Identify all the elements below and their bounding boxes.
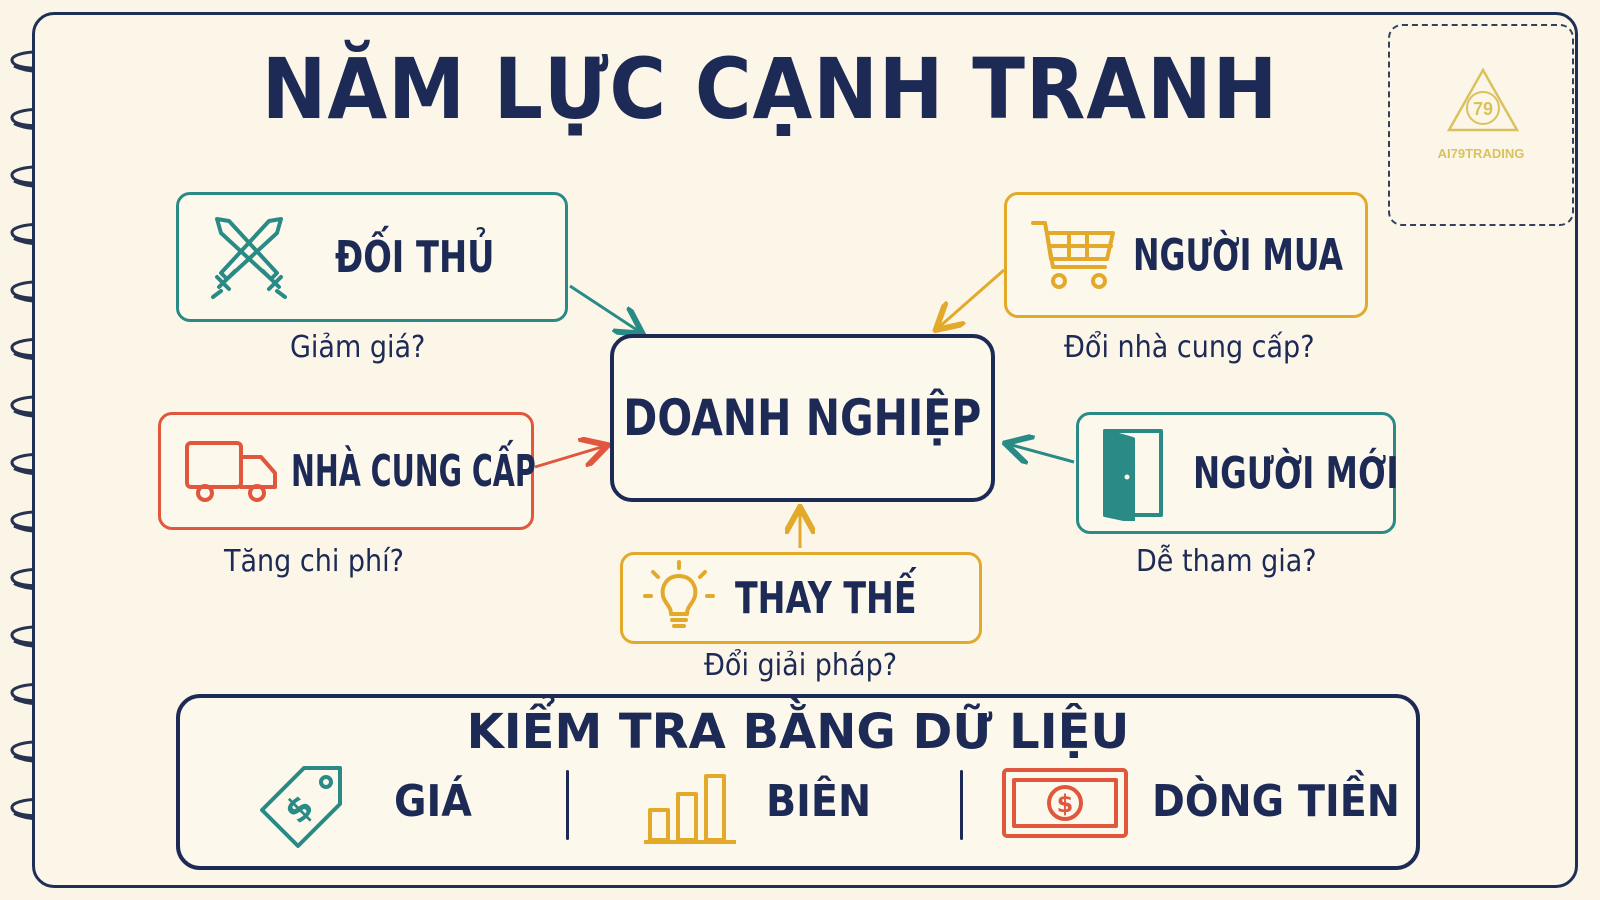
bar-chart-icon xyxy=(644,774,736,844)
force-box-suppliers: NHÀ CUNG CẤP xyxy=(158,412,536,530)
light-bulb-icon xyxy=(643,560,715,628)
force-box-new-entrants: NGƯỜI MỚI xyxy=(1076,412,1399,534)
price-tag-icon: $ xyxy=(260,766,342,848)
shopping-cart-icon xyxy=(1031,221,1115,289)
center-business-box: DOANH NGHIỆP xyxy=(610,334,995,502)
crossed-swords-icon xyxy=(211,217,287,299)
delivery-truck-icon xyxy=(185,441,277,502)
force-question-substitutes: Đổi giải pháp? xyxy=(704,648,898,683)
data-check-title: KIỂM TRA BẰNG DỮ LIỆU xyxy=(466,704,1130,760)
metric-separator xyxy=(566,770,569,840)
force-question-buyers: Đổi nhà cung cấp? xyxy=(1064,330,1315,365)
svg-text:$: $ xyxy=(1057,790,1074,818)
data-check-panel: KIỂM TRA BẰNG DỮ LIỆU $ GIÁ BIÊN $ DÒNG … xyxy=(176,694,1420,870)
force-label-new-entrants: NGƯỜI MỚI xyxy=(1193,447,1399,499)
force-box-rivals: ĐỐI THỦ xyxy=(176,192,568,322)
metric-label-cashflow: DÒNG TIỀN xyxy=(1152,776,1400,827)
force-question-suppliers: Tăng chi phí? xyxy=(224,544,404,579)
open-door-icon xyxy=(1103,429,1163,521)
logo-mark-text: 79 xyxy=(1473,99,1493,119)
metric-label-margin: BIÊN xyxy=(766,776,872,827)
logo-stamp: 79 AI79TRADING xyxy=(1388,24,1574,226)
force-label-buyers: NGƯỜI MUA xyxy=(1133,229,1344,281)
force-question-new-entrants: Dễ tham gia? xyxy=(1136,544,1317,579)
force-label-suppliers: NHÀ CUNG CẤP xyxy=(291,445,536,497)
page-title: NĂM LỰC CẠNH TRANH xyxy=(261,40,1279,138)
force-question-rivals: Giảm giá? xyxy=(290,330,426,365)
force-box-buyers: NGƯỜI MUA xyxy=(1004,192,1368,318)
force-box-substitutes: THAY THẾ xyxy=(620,552,982,644)
center-label: DOANH NGHIỆP xyxy=(623,389,982,447)
force-label-rivals: ĐỐI THỦ xyxy=(335,231,495,283)
cash-bill-icon: $ xyxy=(1002,768,1128,838)
metric-separator xyxy=(960,770,963,840)
logo-mark-icon: 79 xyxy=(1446,67,1520,132)
force-label-substitutes: THAY THẾ xyxy=(735,572,917,624)
svg-text:$: $ xyxy=(277,787,322,832)
metric-label-price: GIÁ xyxy=(394,776,472,827)
logo-text: AI79TRADING xyxy=(1437,146,1525,161)
